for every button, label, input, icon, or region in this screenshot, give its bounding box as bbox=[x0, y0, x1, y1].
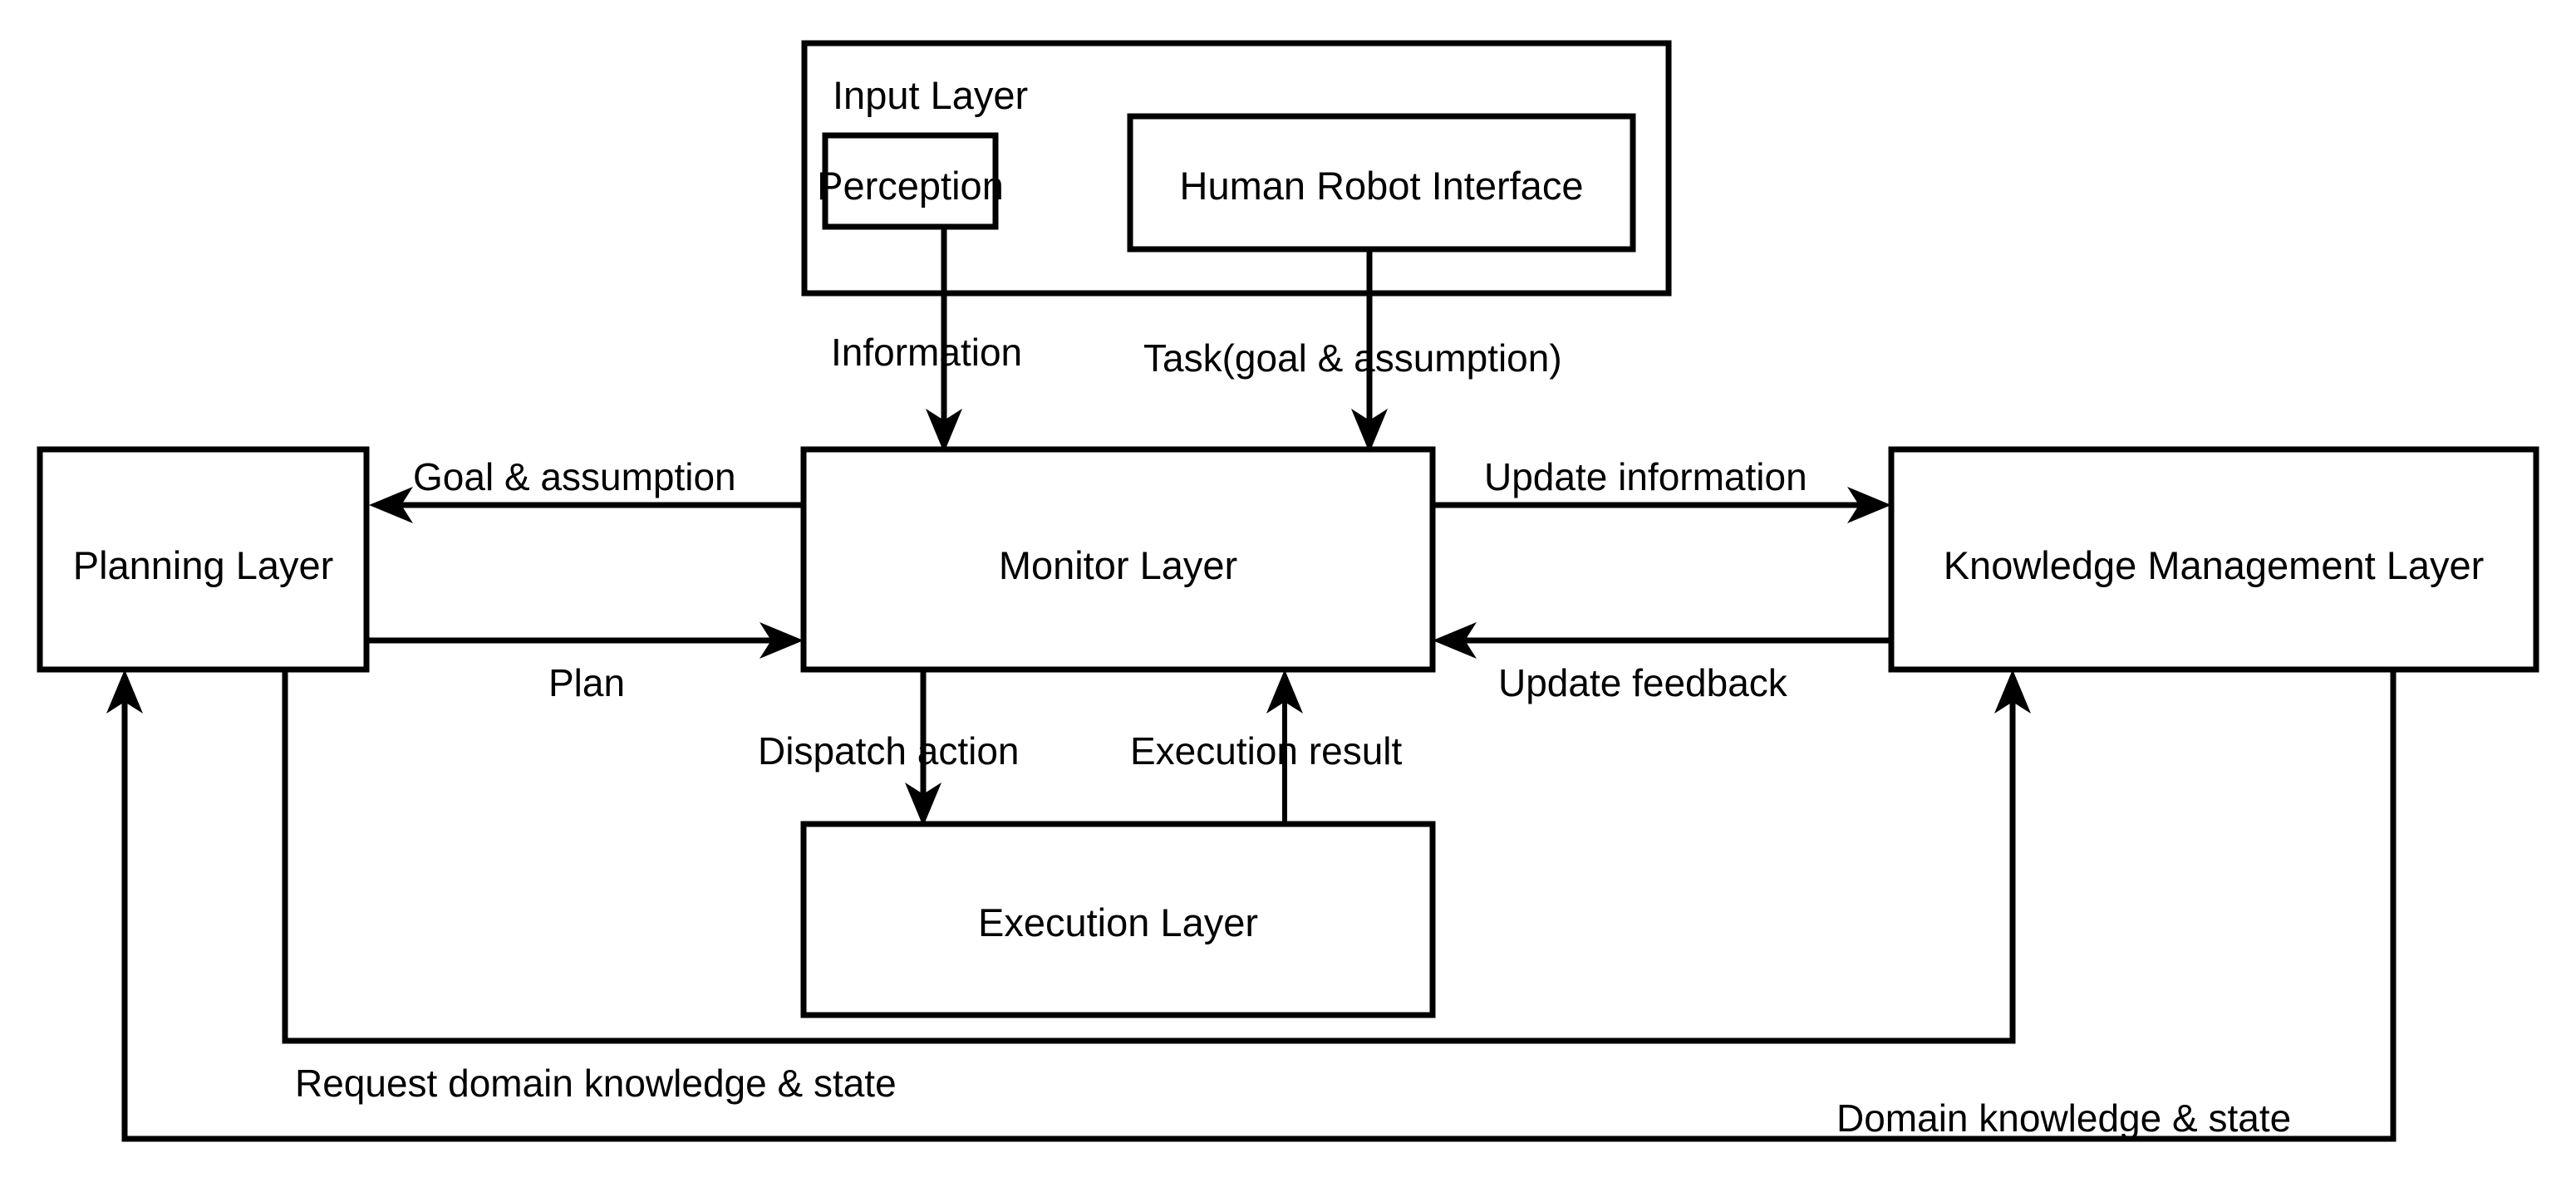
execution-result-arrowhead bbox=[1266, 670, 1303, 714]
update-feedback-label: Update feedback bbox=[1498, 661, 1788, 704]
goal-assumption-label: Goal & assumption bbox=[413, 455, 736, 498]
human-robot-interface-box[interactable] bbox=[1127, 113, 1636, 253]
planning-layer-label: Planning Layer bbox=[73, 543, 334, 587]
edge-update-information: Update information bbox=[1433, 455, 1891, 523]
domain-knowledge-arrowhead bbox=[106, 670, 143, 714]
edge-request-domain-knowledge: Request domain knowledge & state bbox=[282, 670, 2031, 1105]
update-information-arrowhead bbox=[1847, 487, 1891, 523]
plan-arrowhead bbox=[760, 622, 804, 659]
edge-dispatch-action: Dispatch action bbox=[758, 670, 1020, 826]
execution-layer-box[interactable] bbox=[800, 821, 1436, 1018]
edge-task: Task(goal & assumption) bbox=[1143, 249, 1562, 453]
request-domain-knowledge-arrowhead bbox=[1994, 670, 2031, 714]
request-domain-knowledge-label: Request domain knowledge & state bbox=[295, 1062, 897, 1105]
update-feedback-arrowhead bbox=[1433, 622, 1477, 659]
monitor-layer-label: Monitor Layer bbox=[999, 543, 1237, 587]
edge-execution-result: Execution result bbox=[1130, 670, 1402, 824]
perception-label: Perception bbox=[817, 164, 1004, 208]
edge-plan: Plan bbox=[366, 622, 804, 704]
edge-domain-knowledge: Domain knowledge & state bbox=[106, 670, 2397, 1142]
knowledge-management-layer-box[interactable] bbox=[1888, 446, 2539, 673]
execution-layer-label: Execution Layer bbox=[978, 900, 1258, 944]
execution-result-label: Execution result bbox=[1130, 729, 1402, 773]
update-information-label: Update information bbox=[1484, 455, 1807, 498]
dispatch-action-arrowhead bbox=[905, 782, 941, 826]
edge-information: Information bbox=[831, 227, 1022, 453]
human-robot-interface-label: Human Robot Interface bbox=[1180, 164, 1584, 208]
knowledge-management-layer-label: Knowledge Management Layer bbox=[1944, 543, 2485, 587]
dispatch-action-label: Dispatch action bbox=[758, 729, 1020, 773]
planning-layer-box[interactable] bbox=[37, 446, 370, 673]
perception-box[interactable] bbox=[822, 132, 999, 230]
input-layer-label: Input Layer bbox=[833, 73, 1028, 117]
edge-goal-assumption: Goal & assumption bbox=[369, 455, 804, 523]
task-label: Task(goal & assumption) bbox=[1143, 336, 1562, 380]
domain-knowledge-label: Domain knowledge & state bbox=[1836, 1096, 2291, 1140]
edge-update-feedback: Update feedback bbox=[1433, 622, 1891, 704]
monitor-layer-box[interactable] bbox=[800, 446, 1436, 673]
information-label: Information bbox=[831, 331, 1022, 374]
goal-assumption-arrowhead bbox=[369, 487, 413, 523]
information-arrowhead bbox=[926, 409, 962, 453]
plan-label: Plan bbox=[548, 661, 625, 704]
task-arrowhead bbox=[1351, 409, 1388, 453]
